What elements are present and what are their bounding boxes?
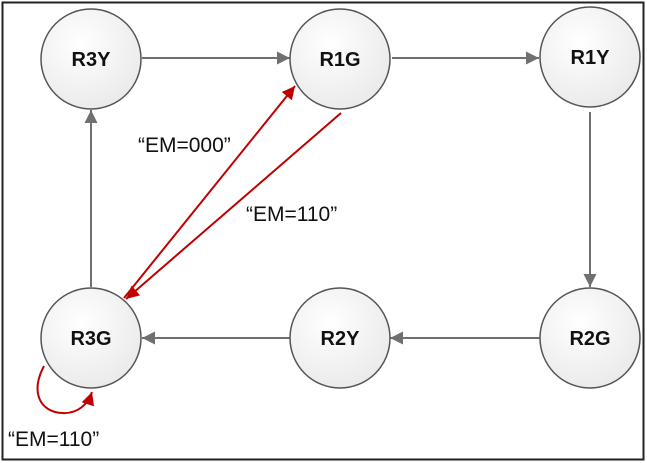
edge-r3g-self-loop — [36, 365, 95, 415]
edge-label-self-loop: “EM=110” — [8, 428, 99, 451]
node-label: R1G — [319, 49, 360, 71]
node-r1g[interactable]: R1G — [289, 8, 391, 110]
node-label: R3Y — [72, 49, 112, 71]
node-label: R2Y — [321, 328, 361, 350]
node-label: R2G — [569, 328, 610, 350]
node-r2y[interactable]: R2Y — [289, 287, 391, 389]
node-label: R1Y — [571, 47, 611, 69]
node-r2g[interactable]: R2G — [539, 287, 641, 389]
edge-r3g-to-r1g — [123, 85, 296, 299]
node-r1y[interactable]: R1Y — [539, 6, 641, 108]
node-label: R3G — [70, 328, 111, 350]
node-r3g[interactable]: R3G — [40, 287, 142, 389]
edge-r1g-to-r3g — [125, 112, 342, 300]
edge-label-em-110: “EM=110” — [246, 203, 337, 226]
node-r3y[interactable]: R3Y — [40, 8, 142, 110]
edge-label-em-000: “EM=000” — [138, 134, 231, 157]
